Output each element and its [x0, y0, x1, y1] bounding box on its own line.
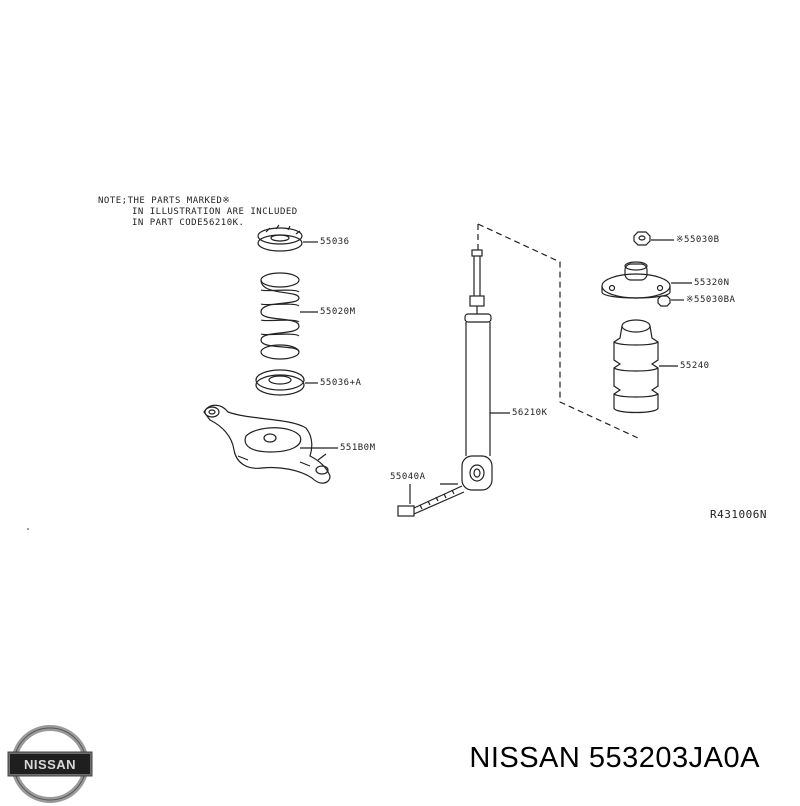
nut-top [633, 231, 651, 246]
shock-absorber [461, 249, 493, 491]
shock-mount [601, 261, 671, 299]
diagram-note: NOTE;THE PARTS MARKED※ IN ILLUSTRATION A… [98, 196, 298, 229]
part-caption: NISSAN 553203JA0A [469, 742, 760, 774]
lower-spring-seat [255, 369, 305, 396]
note-line-2: IN ILLUSTRATION ARE INCLUDED [132, 207, 298, 217]
bolt [397, 485, 465, 517]
lower-control-arm [203, 404, 331, 484]
stray-dot [27, 528, 29, 530]
label-55040A: 55040A [390, 472, 426, 482]
note-line-1: NOTE;THE PARTS MARKED※ [98, 196, 231, 206]
label-551B0M: 551B0M [340, 443, 376, 453]
dust-boot [613, 319, 659, 414]
upper-spring-seat [257, 224, 303, 252]
kit-outline-dashed [477, 223, 639, 439]
note-line-3: IN PART CODE56210K. [132, 218, 245, 228]
label-55020M: 55020M [320, 307, 356, 317]
coil-spring [260, 272, 300, 360]
logo-text: NISSAN [24, 757, 76, 772]
label-55036: 55036 [320, 237, 350, 247]
label-55030BA: ※55030BA [686, 295, 736, 305]
nut-lower [657, 295, 671, 307]
label-55030B: ※55030B [676, 235, 720, 245]
label-55320N: 55320N [694, 278, 730, 288]
label-55036A: 55036+A [320, 378, 362, 388]
diagram-reference-code: R431006N [710, 508, 767, 521]
label-56210K: 56210K [512, 408, 548, 418]
nissan-logo: NISSAN [7, 725, 93, 803]
label-55240: 55240 [680, 361, 710, 371]
